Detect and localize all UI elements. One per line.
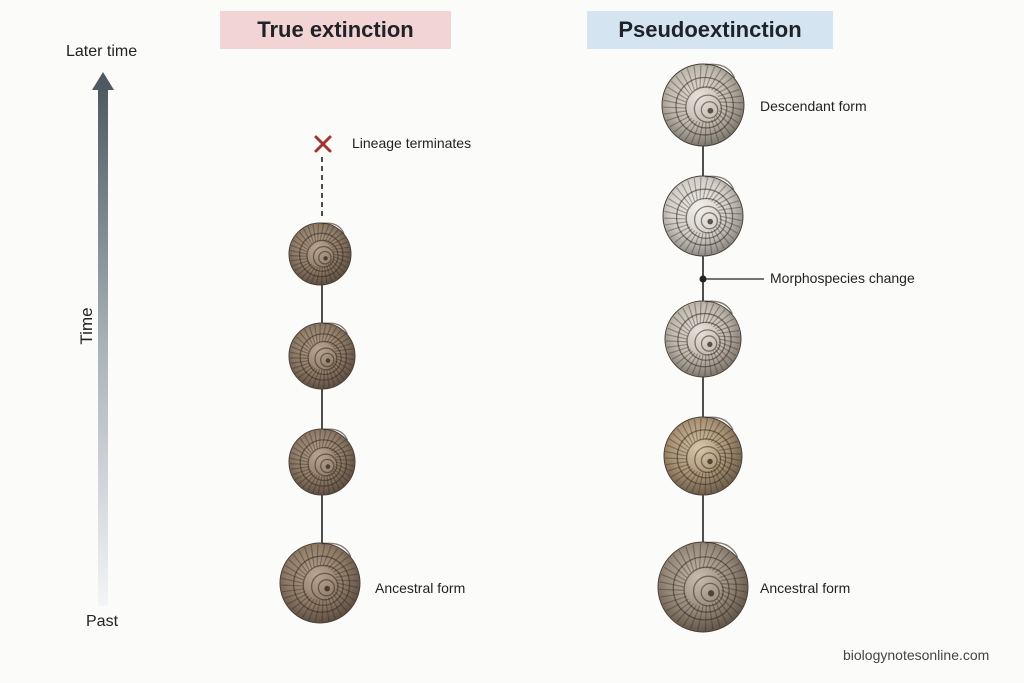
true-extinction-ammonite-3	[288, 428, 356, 496]
lineage-terminates-x-icon	[314, 135, 332, 153]
time-axis-bar	[98, 86, 108, 606]
true-extinction-ammonite-4	[279, 542, 361, 624]
site-credit: biologynotesonline.com	[843, 647, 990, 663]
pseudoextinction-title: Pseudoextinction	[587, 11, 833, 49]
pseudoextinction-ancestral-form-label: Ancestral form	[760, 580, 851, 596]
later-time-label: Later time	[66, 43, 138, 60]
true-extinction-ammonite-2	[288, 322, 356, 390]
pseudoextinction-ammonite-3	[664, 300, 742, 378]
lineage-terminates-label: Lineage terminates	[352, 135, 472, 151]
true-extinction-ammonite-1	[288, 222, 352, 286]
pseudoextinction-ammonite-4	[663, 416, 743, 496]
descendant-form-label: Descendant form	[760, 98, 867, 114]
time-axis-arrowhead-icon	[92, 72, 114, 90]
true-extinction-ancestral-form-label: Ancestral form	[375, 580, 466, 596]
true-extinction-title: True extinction	[220, 11, 451, 49]
pseudoextinction-ammonite-2	[662, 175, 744, 257]
pseudoextinction-ammonite-1	[661, 63, 745, 147]
pseudoextinction-ammonite-5	[657, 541, 749, 633]
past-label: Past	[86, 613, 119, 630]
morphospecies-change-label: Morphospecies change	[770, 270, 915, 286]
